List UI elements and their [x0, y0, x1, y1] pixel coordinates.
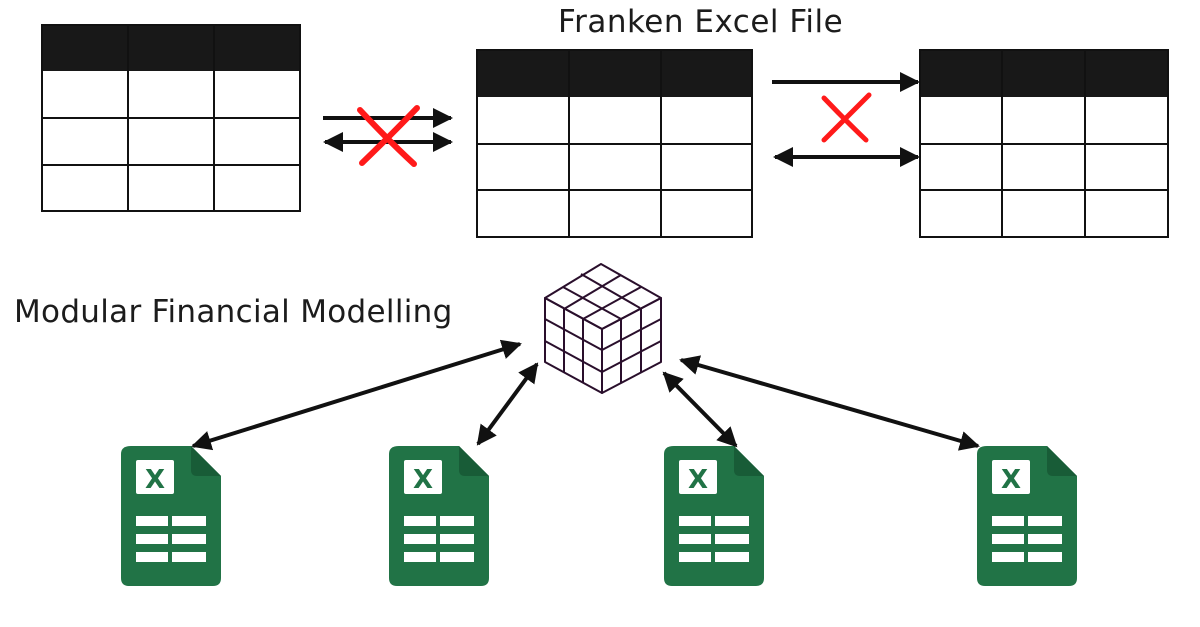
table-right [919, 49, 1169, 238]
two-way-arrow [662, 371, 738, 448]
excel-file-icon: X [664, 446, 764, 586]
two-way-arrow [191, 339, 522, 451]
two-way-arrow [476, 362, 539, 446]
excel-file-icon: X [389, 446, 489, 586]
hub-file-arrows [191, 339, 980, 451]
excel-file-icon: X [121, 446, 221, 586]
svg-text:X: X [413, 465, 433, 495]
svg-text:X: X [688, 465, 708, 495]
two-way-arrow [679, 355, 980, 451]
cross-out-mark [357, 105, 420, 167]
modular-modelling-title: Modular Financial Modelling [14, 294, 453, 330]
cube-grid-icon [544, 263, 662, 394]
franken-excel-title: Franken Excel File [558, 4, 844, 40]
link-left-center [323, 105, 453, 167]
cross-out-mark [821, 92, 872, 143]
excel-file-icon: X [977, 446, 1077, 586]
table-center [476, 49, 753, 238]
link-center-right [772, 72, 920, 167]
svg-text:X: X [145, 465, 165, 495]
table-left [41, 24, 301, 212]
svg-text:X: X [1001, 465, 1021, 495]
